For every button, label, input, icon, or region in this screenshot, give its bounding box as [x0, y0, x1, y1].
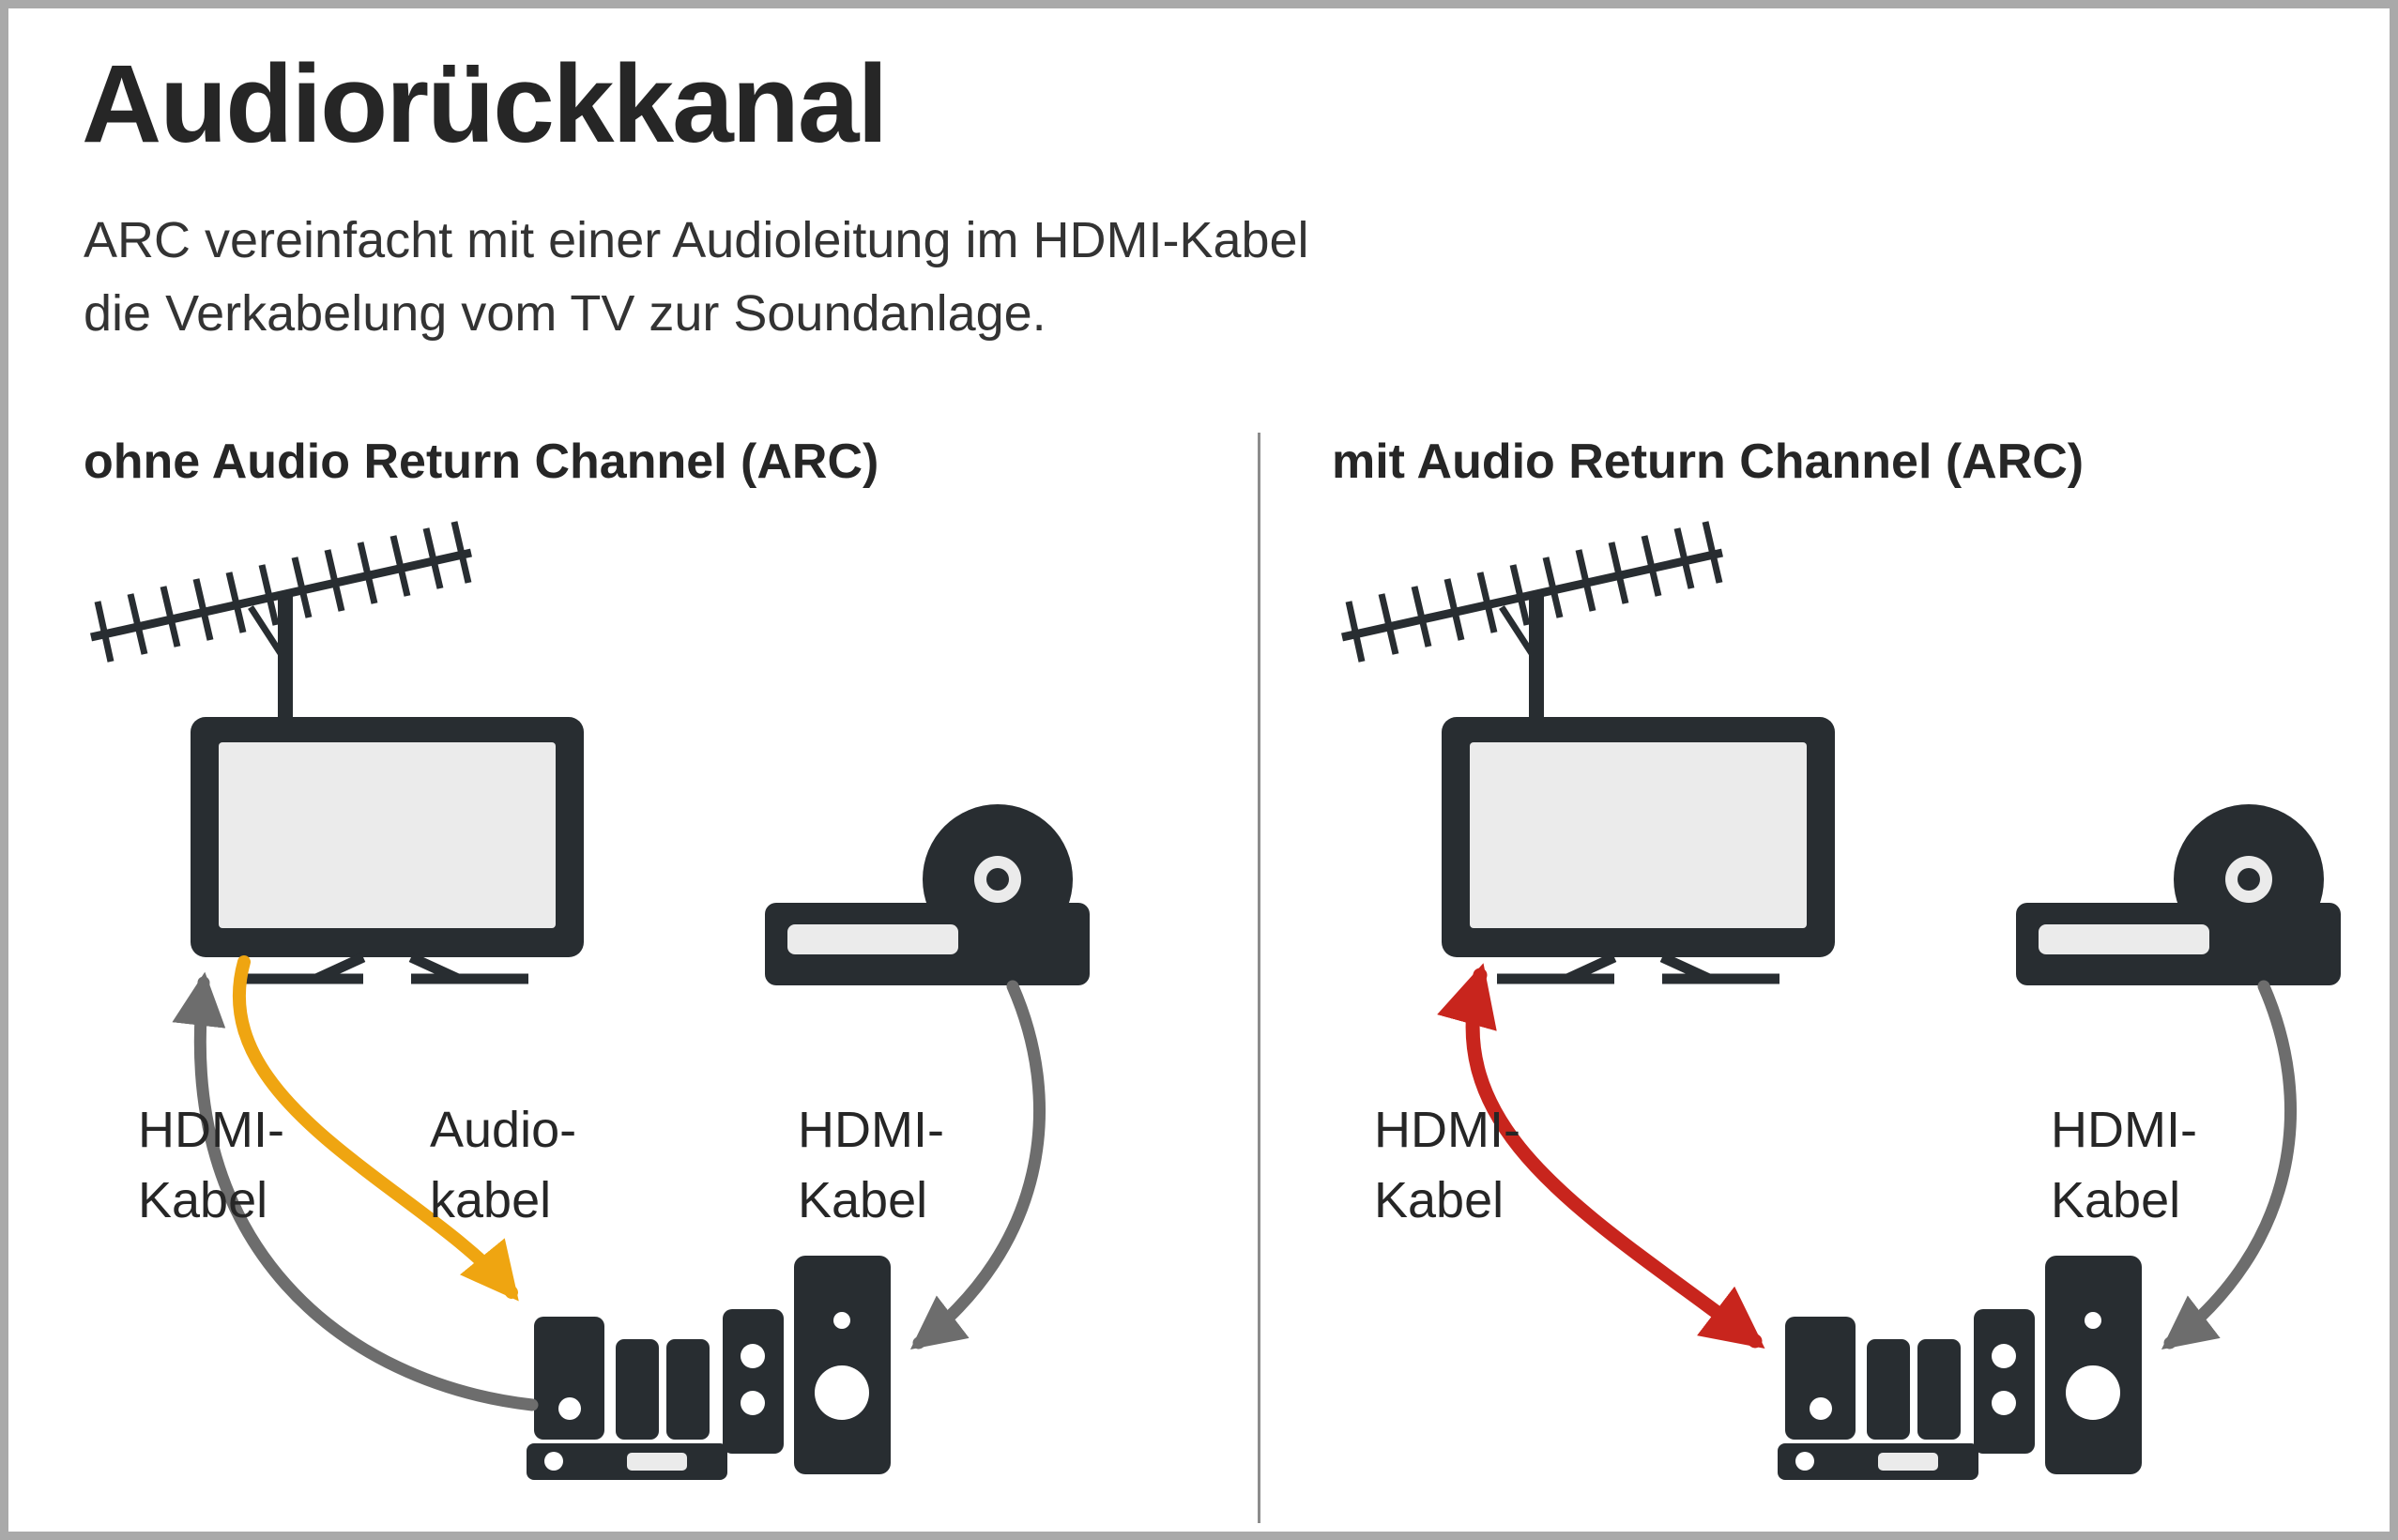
label-hdmi-arc-cable: HDMI- Kabel [1374, 1095, 1520, 1236]
left-panel-heading: ohne Audio Return Channel (ARC) [84, 435, 879, 489]
panel-divider [1258, 433, 1260, 1523]
label-hdmi-cable-player-left: HDMI- Kabel [798, 1095, 944, 1236]
hdmi-cable-arrow-player-to-speakers [909, 980, 1046, 1349]
label-hdmi-cable-player-right: HDMI- Kabel [2051, 1095, 2197, 1236]
subtitle-line-1: ARC vereinfacht mit einer Audioleitung i… [84, 212, 1309, 268]
hdmi-cable-arrow-speakers-to-tv [172, 971, 539, 1411]
label-line: HDMI- [1374, 1102, 1520, 1158]
label-line: Audio- [430, 1102, 577, 1158]
label-line: Kabel [798, 1172, 928, 1228]
label-line: HDMI- [798, 1102, 944, 1158]
left-panel-diagram [63, 496, 1217, 1529]
label-line: Kabel [2051, 1172, 2181, 1228]
arc-hdmi-cable-arrow-tv-speakers [1437, 963, 1765, 1349]
page-subtitle: ARC vereinfacht mit einer Audioleitung i… [84, 204, 1309, 350]
label-line: HDMI- [2051, 1102, 2197, 1158]
audio-cable-arrow-tv-to-speakers [232, 955, 519, 1302]
right-panel-heading: mit Audio Return Channel (ARC) [1332, 435, 2085, 489]
hdmi-cable-arrow-player-to-speakers [2161, 980, 2297, 1349]
label-hdmi-cable-tv: HDMI- Kabel [138, 1095, 284, 1236]
right-panel-diagram [1314, 496, 2398, 1529]
page-title: Audiorückkanal [82, 42, 888, 166]
label-audio-cable: Audio- kabel [430, 1095, 576, 1236]
label-line: HDMI- [138, 1102, 284, 1158]
subtitle-line-2: die Verkabelung vom TV zur Soundanlage. [84, 285, 1046, 342]
label-line: kabel [430, 1172, 552, 1228]
label-line: Kabel [1374, 1172, 1504, 1228]
label-line: Kabel [138, 1172, 268, 1228]
